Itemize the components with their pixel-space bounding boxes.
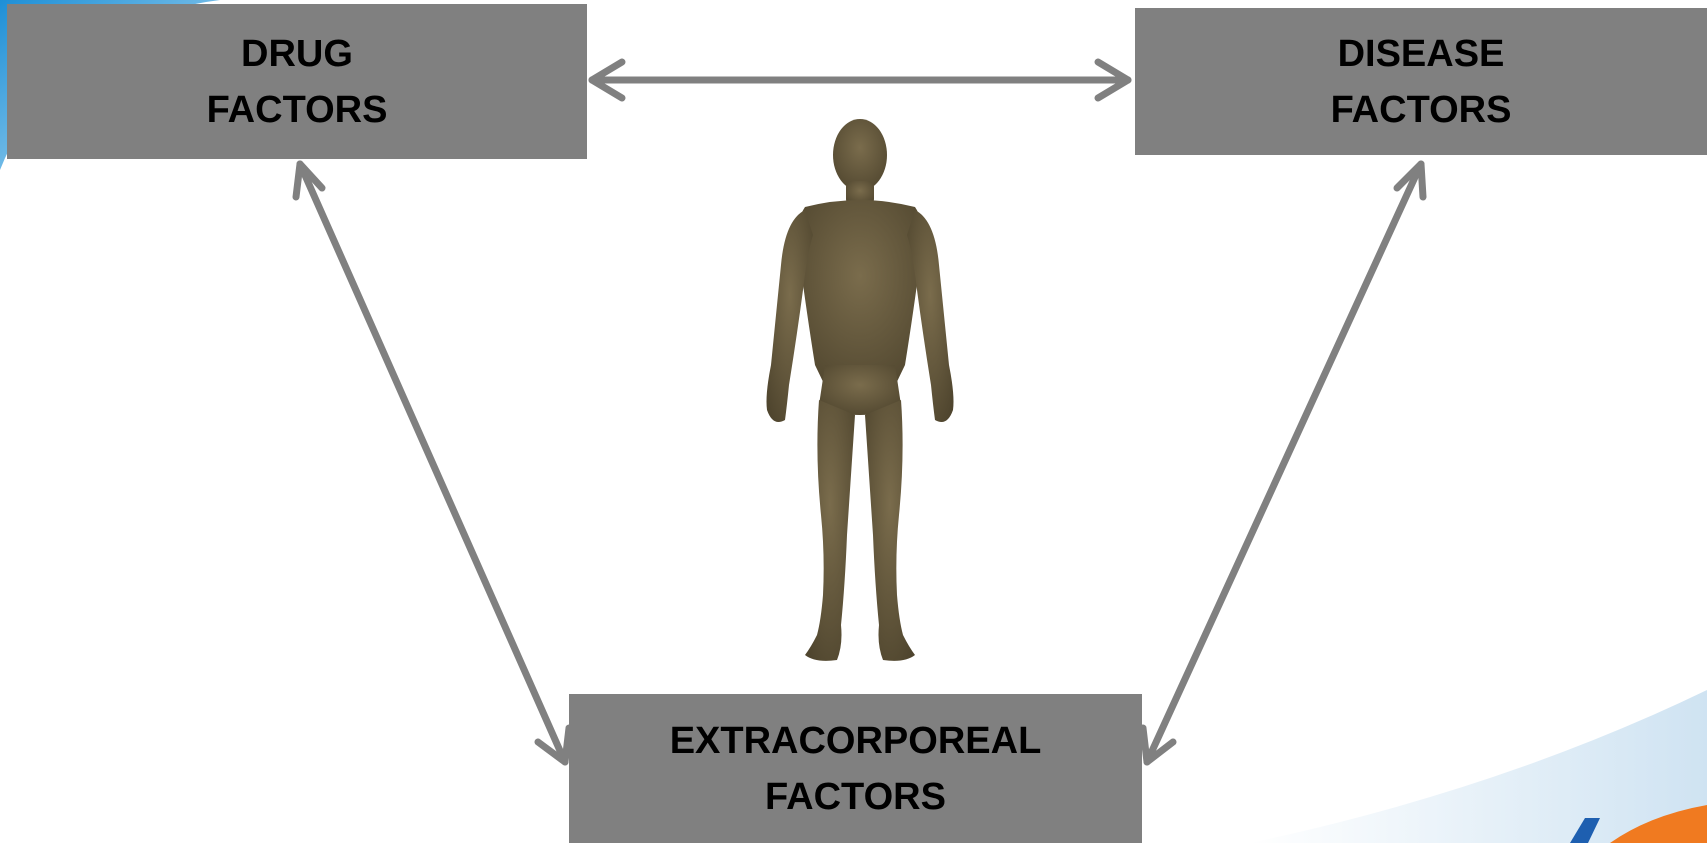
extracorporeal-factors-line2: FACTORS [670, 769, 1042, 825]
human-body-icon [745, 115, 975, 670]
arrow-disease-extracorporeal [1147, 164, 1421, 762]
disease-factors-box: DISEASE FACTORS [1135, 8, 1707, 155]
arrow-drug-extracorporeal [300, 164, 565, 762]
extracorporeal-factors-box: EXTRACORPOREAL FACTORS [569, 694, 1142, 843]
drug-factors-line1: DRUG [207, 26, 388, 82]
human-body-figure [745, 115, 975, 670]
disease-factors-line1: DISEASE [1331, 26, 1512, 82]
extracorporeal-factors-line1: EXTRACORPOREAL [670, 713, 1042, 769]
disease-factors-line2: FACTORS [1331, 82, 1512, 138]
drug-factors-line2: FACTORS [207, 82, 388, 138]
drug-factors-box: DRUG FACTORS [7, 4, 587, 159]
